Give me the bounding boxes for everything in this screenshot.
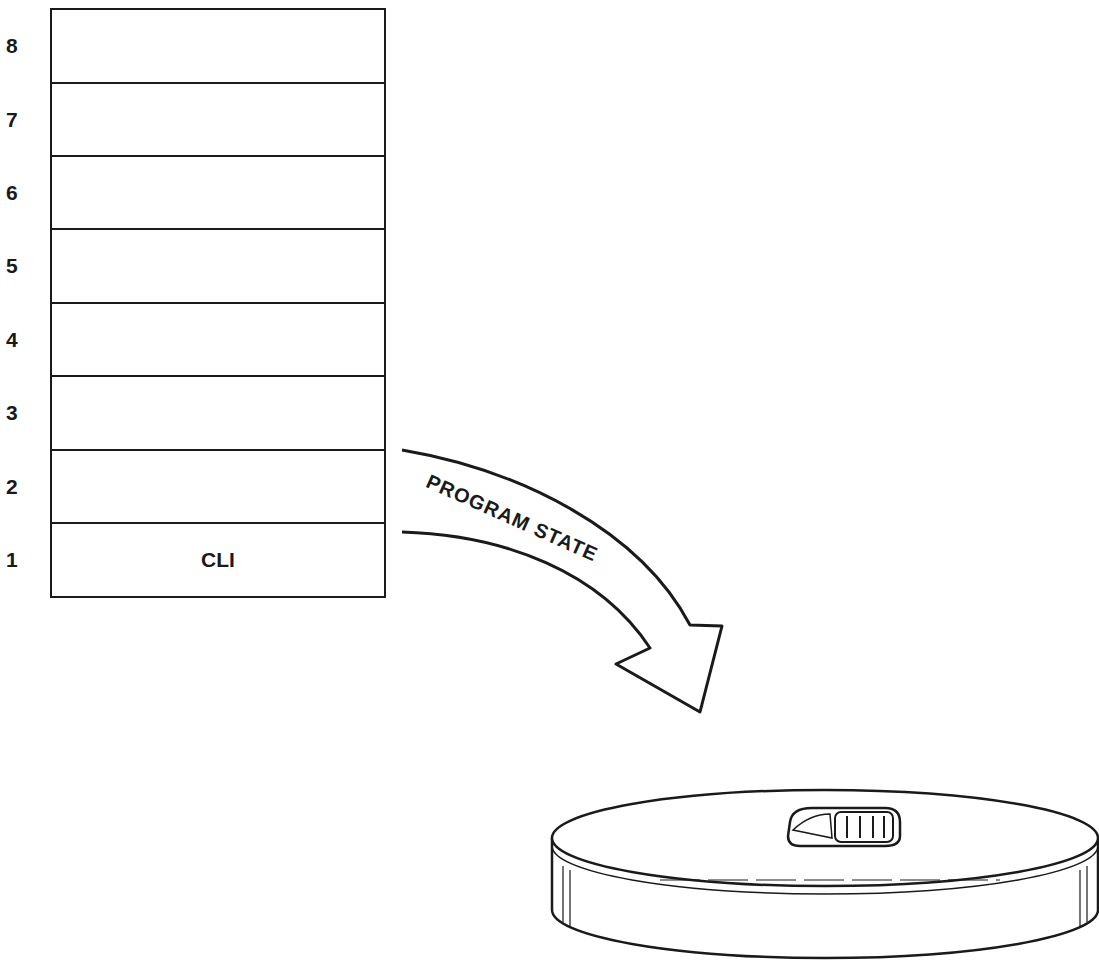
stack-slot: 7 bbox=[50, 82, 386, 157]
slot-number: 7 bbox=[6, 108, 36, 132]
curved-arrow bbox=[402, 450, 722, 712]
slot-content: CLI bbox=[52, 548, 384, 572]
stack-slot: 4 bbox=[50, 302, 386, 377]
slot-number: 6 bbox=[6, 181, 36, 205]
stack-slot: 1CLI bbox=[50, 522, 386, 598]
stack-slot: 6 bbox=[50, 155, 386, 230]
slot-number: 5 bbox=[6, 254, 36, 278]
slot-number: 4 bbox=[6, 328, 36, 352]
slot-number: 2 bbox=[6, 475, 36, 499]
slot-number: 8 bbox=[6, 34, 36, 58]
stack-slot: 2 bbox=[50, 449, 386, 524]
slot-number: 3 bbox=[6, 401, 36, 425]
stack-slot: 5 bbox=[50, 228, 386, 304]
stack-slot: 3 bbox=[50, 375, 386, 451]
stack-slot: 8 bbox=[50, 8, 386, 84]
disk-pack bbox=[552, 790, 1098, 958]
slot-number: 1 bbox=[6, 548, 36, 572]
